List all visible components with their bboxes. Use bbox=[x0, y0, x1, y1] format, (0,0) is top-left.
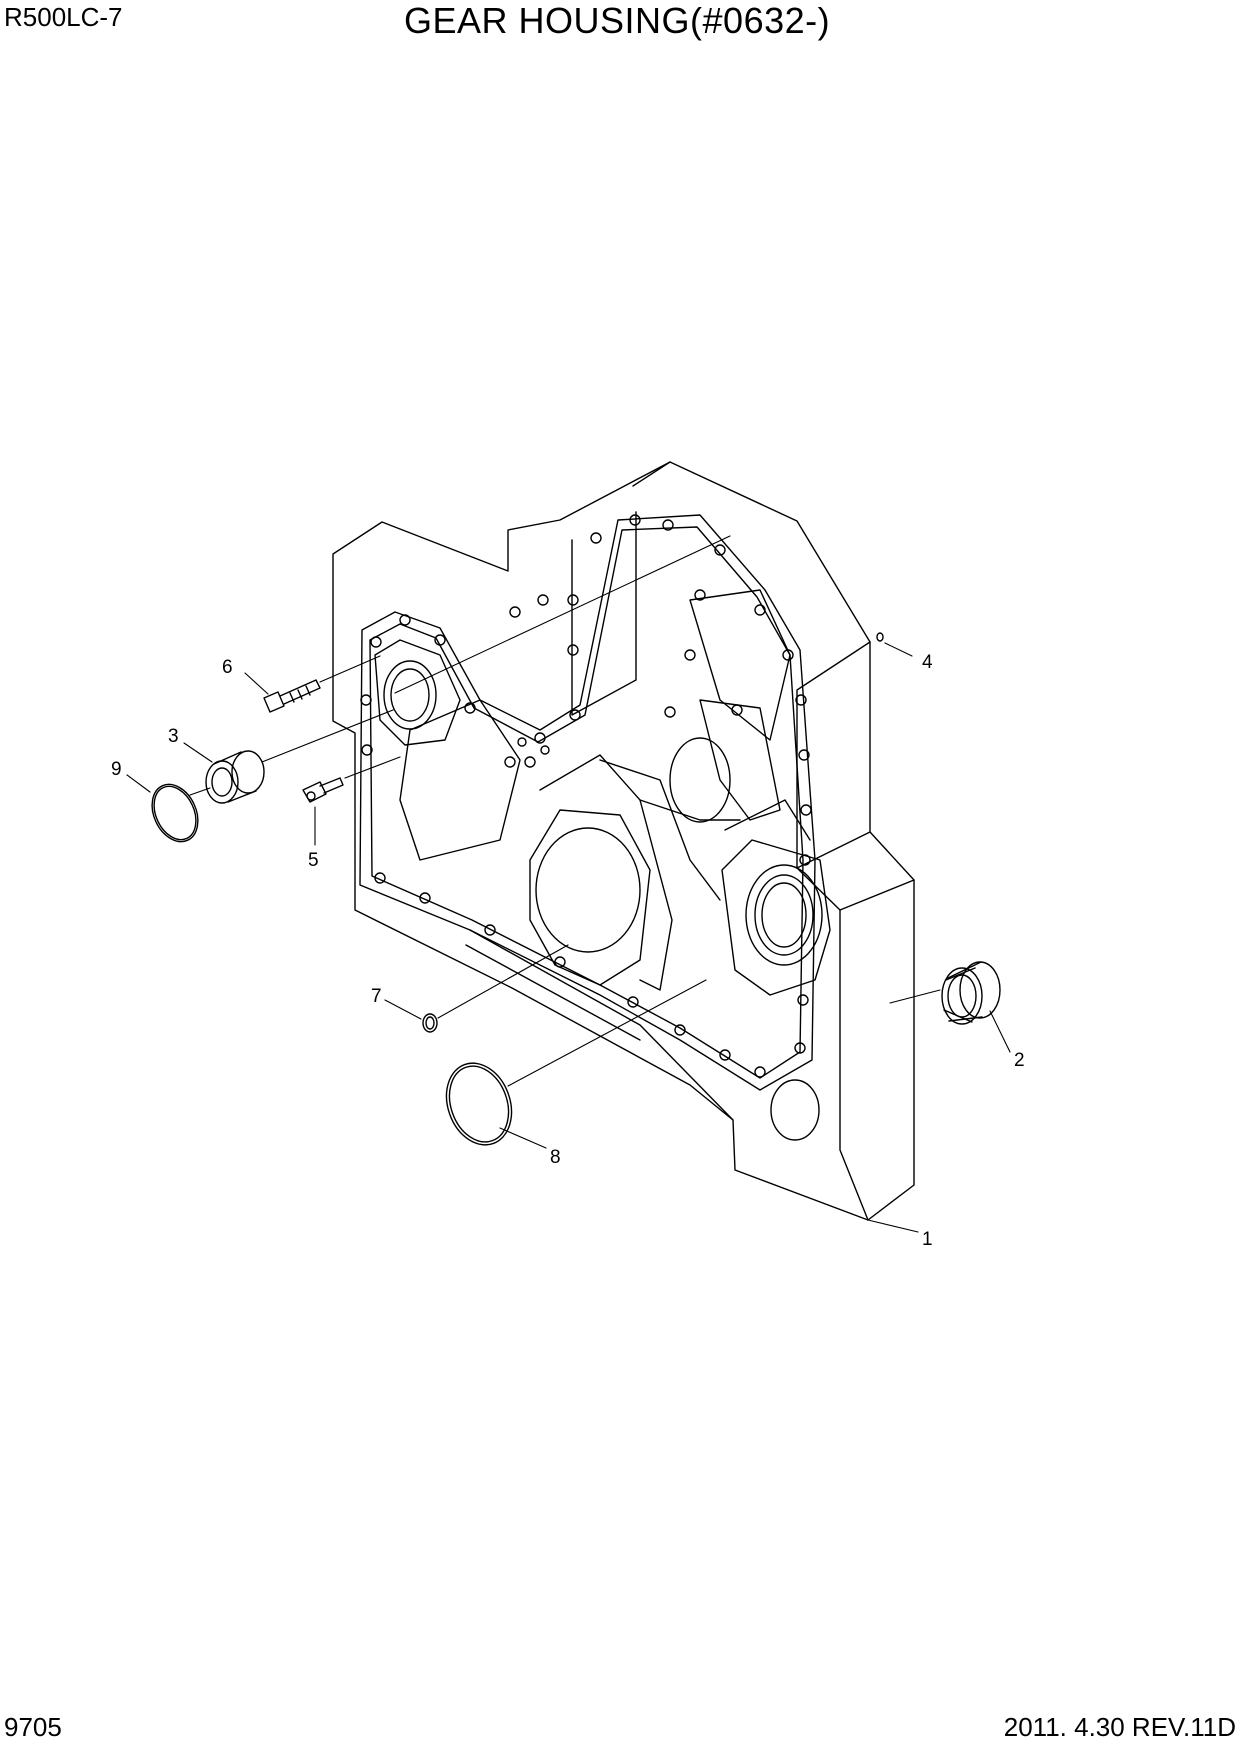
large-o-ring bbox=[445, 1062, 513, 1146]
model-number: R500LC-7 bbox=[4, 2, 123, 32]
o-ring-left bbox=[151, 783, 199, 843]
revision-date: 2011. 4.30 REV.11D bbox=[1003, 1712, 1236, 1742]
pin bbox=[876, 632, 884, 642]
seal-right bbox=[941, 961, 1001, 1025]
callout-7: 7 bbox=[371, 986, 382, 1007]
bolt bbox=[263, 679, 321, 713]
callout-5: 5 bbox=[308, 850, 319, 871]
page-number: 9705 bbox=[4, 1712, 62, 1742]
plug-bolt bbox=[302, 777, 344, 803]
callout-1: 1 bbox=[922, 1229, 933, 1250]
callout-8: 8 bbox=[550, 1147, 561, 1168]
gear-housing bbox=[332, 461, 915, 1221]
page-title: GEAR HOUSING(#0632-) bbox=[404, 0, 831, 41]
callout-3: 3 bbox=[168, 726, 179, 747]
callout-9: 9 bbox=[111, 759, 122, 780]
callout-6: 6 bbox=[222, 657, 233, 678]
callout-2: 2 bbox=[1014, 1050, 1025, 1071]
callout-4: 4 bbox=[922, 652, 933, 673]
small-o-ring bbox=[422, 1013, 438, 1033]
seal-left bbox=[205, 750, 265, 804]
